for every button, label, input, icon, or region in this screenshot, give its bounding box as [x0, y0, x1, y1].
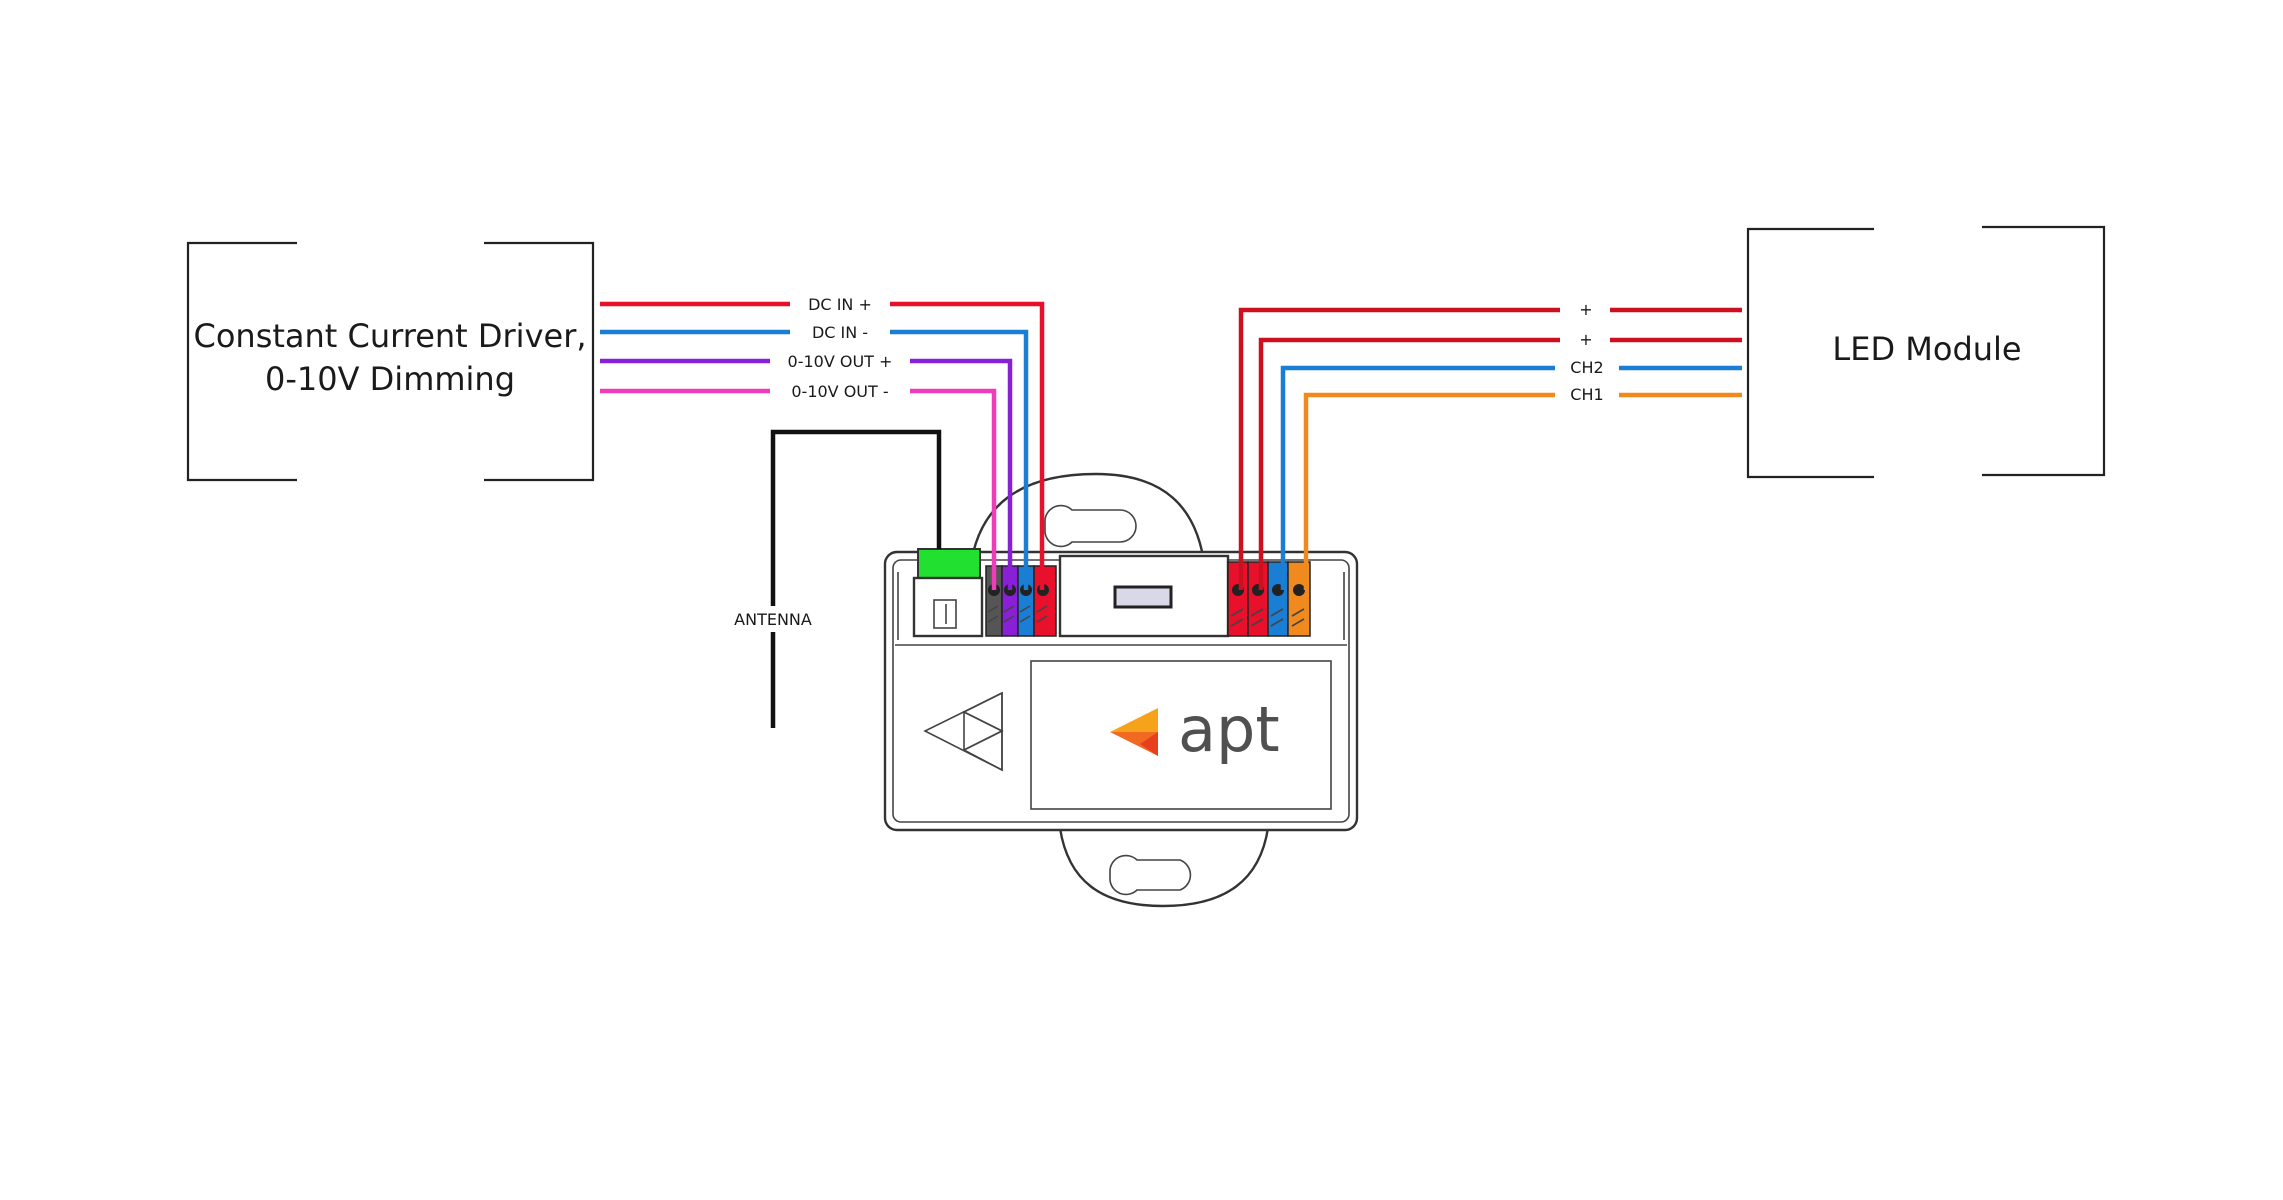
driver-box: Constant Current Driver, 0-10V Dimming — [186, 241, 595, 482]
wire-plus-1 — [1238, 307, 1742, 590]
left-wires: DC IN + DC IN - 0-10V OUT + 0-10V OUT - — [600, 293, 1045, 590]
antenna-wire — [770, 429, 942, 728]
wire-0-10v-out-minus — [600, 388, 997, 590]
driver-title-line2: 0-10V Dimming — [265, 360, 515, 398]
apt-logo-icon — [1110, 708, 1158, 756]
wire-0-10v-out-plus — [600, 358, 1013, 590]
label-plus-1: + — [1579, 300, 1592, 319]
left-terminal-block — [985, 565, 1057, 637]
label-0-10v-out-plus: 0-10V OUT + — [788, 352, 893, 371]
apt-device: apt — [883, 472, 1359, 908]
top-mounting-tab — [968, 472, 1207, 572]
antenna: ANTENNA — [730, 429, 942, 728]
label-dc-in-plus: DC IN + — [808, 295, 872, 314]
wire-ch1 — [1303, 392, 1742, 590]
right-wires: + + CH2 CH1 — [1238, 299, 1742, 590]
wire-dc-in-plus — [600, 301, 1045, 590]
label-0-10v-out-minus: 0-10V OUT - — [791, 382, 888, 401]
status-led-window — [1113, 585, 1173, 609]
bottom-mounting-tab — [1058, 826, 1270, 908]
driver-title-line1: Constant Current Driver, — [193, 317, 586, 355]
antenna-connector — [917, 548, 981, 580]
led-module-title: LED Module — [1832, 330, 2021, 368]
label-plus-2: + — [1579, 330, 1592, 349]
triangle-emblem-icon — [923, 691, 1004, 772]
label-ch1: CH1 — [1570, 385, 1603, 404]
wire-dc-in-minus — [600, 329, 1029, 590]
brand-name: apt — [1178, 693, 1280, 766]
label-dc-in-minus: DC IN - — [812, 323, 868, 342]
antenna-label: ANTENNA — [734, 610, 812, 629]
label-ch2: CH2 — [1570, 358, 1603, 377]
led-module-box: LED Module — [1746, 225, 2106, 479]
